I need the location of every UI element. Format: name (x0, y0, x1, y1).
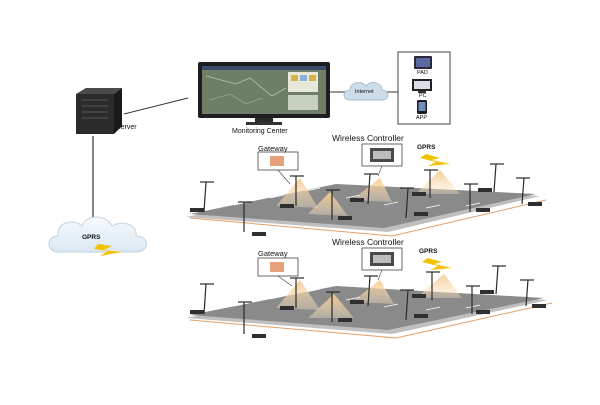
lightning-icon (94, 244, 122, 256)
server-to-monitor-link (123, 97, 189, 115)
gateway-device-bottom (257, 257, 299, 287)
wireless-controller-device-bottom (361, 247, 403, 281)
devices-panel (397, 51, 451, 125)
gateway-label-bottom: Gateway (258, 249, 288, 258)
light-fixtures-top (190, 188, 542, 236)
light-beams-bottom (276, 274, 462, 318)
lightning-icon-top (420, 154, 450, 166)
internet-cloud-icon (330, 82, 398, 101)
street-lamps-bottom (200, 265, 534, 334)
gprs-label-bottom: GPRS (419, 248, 438, 255)
light-fixtures-bottom (190, 290, 546, 338)
server-label: Server (116, 124, 137, 131)
gateway-device-top (257, 151, 299, 185)
pad-label: PAD (417, 70, 428, 76)
gprs-cloud-label: GPRS (82, 234, 101, 241)
gprs-label-top: GPRS (417, 144, 436, 151)
internet-label: Internet (355, 89, 374, 95)
server-icon (76, 88, 122, 134)
lightning-icon-bottom (422, 258, 452, 270)
pc-label: PC (419, 93, 427, 99)
wireless-controller-device-top (361, 143, 403, 177)
monitoring-center-label: Monitoring Center (232, 128, 288, 135)
monitor-icon (198, 62, 330, 125)
gateway-label-top: Gateway (258, 144, 288, 153)
street-lamps-top (200, 163, 530, 232)
wireless-controller-label-top: Wireless Controller (332, 133, 404, 143)
app-label: APP (416, 115, 428, 121)
road-section-top (186, 184, 547, 237)
wireless-controller-label-bottom: Wireless Controller (332, 237, 404, 247)
light-beams-top (276, 170, 460, 216)
gprs-cloud-icon (48, 216, 147, 253)
